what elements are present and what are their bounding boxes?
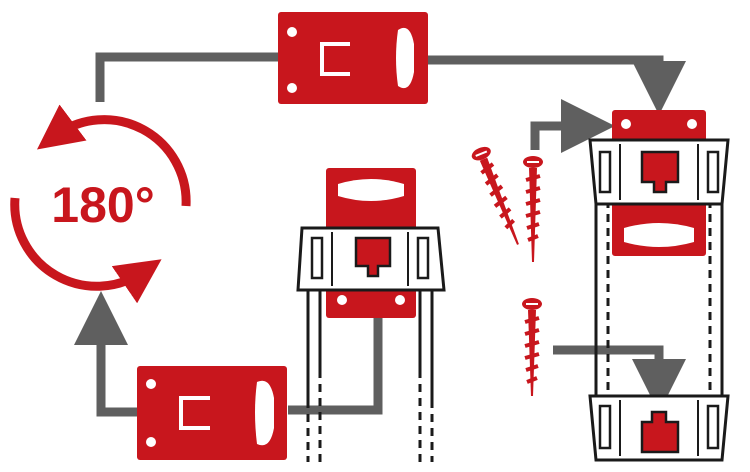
screw-icon: [523, 156, 543, 262]
screw-icon: [471, 146, 519, 245]
screw-icon: [522, 298, 542, 396]
flow-arrow-icon: [95, 52, 278, 102]
flow-arrow-icon: [428, 55, 686, 115]
bracket-top: [278, 12, 428, 104]
screws: [471, 146, 543, 396]
flow-arrow-icon: [74, 291, 138, 417]
bracket-icon: [278, 12, 428, 104]
bracket-bottom-left: [137, 366, 287, 460]
rotation-indicator: 180°: [10, 104, 191, 304]
flow-arrows: [74, 52, 686, 417]
flow-arrow-icon: [288, 318, 383, 415]
flow-arrow-icon: [553, 345, 686, 413]
frame-right: [588, 110, 730, 462]
rotate-arrow-icon: [10, 197, 162, 304]
bracket-icon: [137, 366, 287, 460]
rotation-label: 180°: [51, 177, 154, 233]
frame-middle: [296, 168, 446, 462]
rotate-arrow-icon: [36, 104, 191, 207]
flow-arrow-icon: [530, 99, 615, 153]
